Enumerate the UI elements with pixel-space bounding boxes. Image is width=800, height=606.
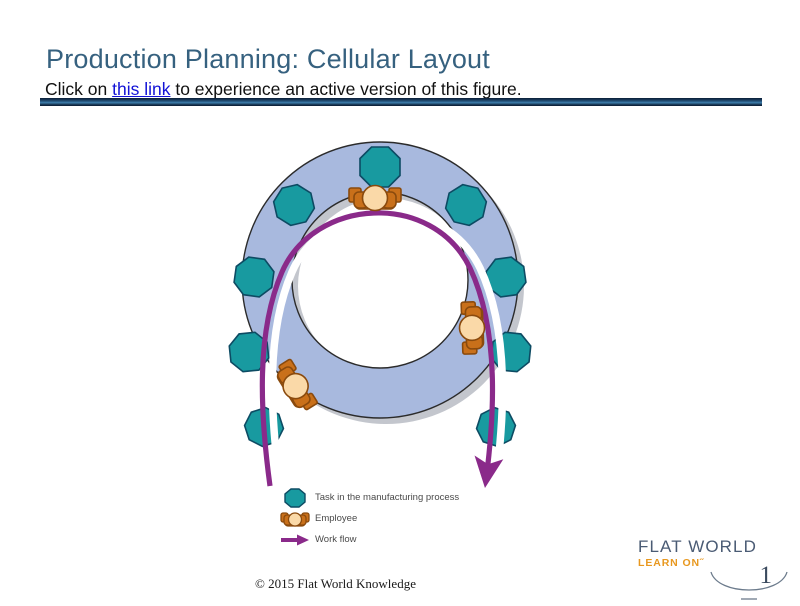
copyright-text: © 2015 Flat World Knowledge [255,576,416,591]
employee-head [458,314,486,342]
subtitle-prefix: Click on [45,79,113,99]
employee-head [361,184,389,212]
cellular-layout-diagram [170,112,590,492]
subtitle-suffix: to experience an active version of this … [170,79,522,99]
employee-top[interactable] [348,184,402,212]
legend-label-task: Task in the manufacturing process [315,492,460,503]
brand-tagline: LEARN ON˝ [638,556,705,569]
title-divider-bar [40,98,762,106]
task-station-6[interactable] [440,179,492,231]
diagram-legend: Task in the manufacturing process Employ… [278,487,538,550]
legend-item-task: Task in the manufacturing process [278,487,538,508]
brand-name: FLAT WORLD [638,537,757,556]
flat-world-logo: FLAT WORLD LEARN ON˝ [638,538,764,569]
employee-bottom-left[interactable] [271,357,320,414]
employee-head [282,372,309,400]
active-figure-link[interactable]: this link [112,79,171,99]
octagon-task-icon [278,487,312,508]
subtitle: Click on this link to experience an acti… [45,79,522,100]
horseshoe-svg [228,141,532,490]
workflow-arrow-icon [278,529,312,550]
task-station-5[interactable] [359,146,401,188]
task-station-2[interactable] [228,331,270,373]
workflow-arrow-path [259,210,504,488]
task-station-4[interactable] [268,179,320,231]
employee-right[interactable] [458,301,486,355]
employee-icon [278,508,312,529]
legend-label-employee: Employee [315,513,358,524]
task-station-3[interactable] [233,256,276,299]
page-title: Production Planning: Cellular Layout [46,44,490,74]
page-number: 1 [759,562,773,589]
legend-item-employee: Employee [278,508,538,529]
task-station-9[interactable] [473,404,518,449]
legend-label-workflow: Work flow [315,534,357,545]
page-number-arc [710,571,788,600]
legend-item-workflow: Work flow [278,529,538,550]
